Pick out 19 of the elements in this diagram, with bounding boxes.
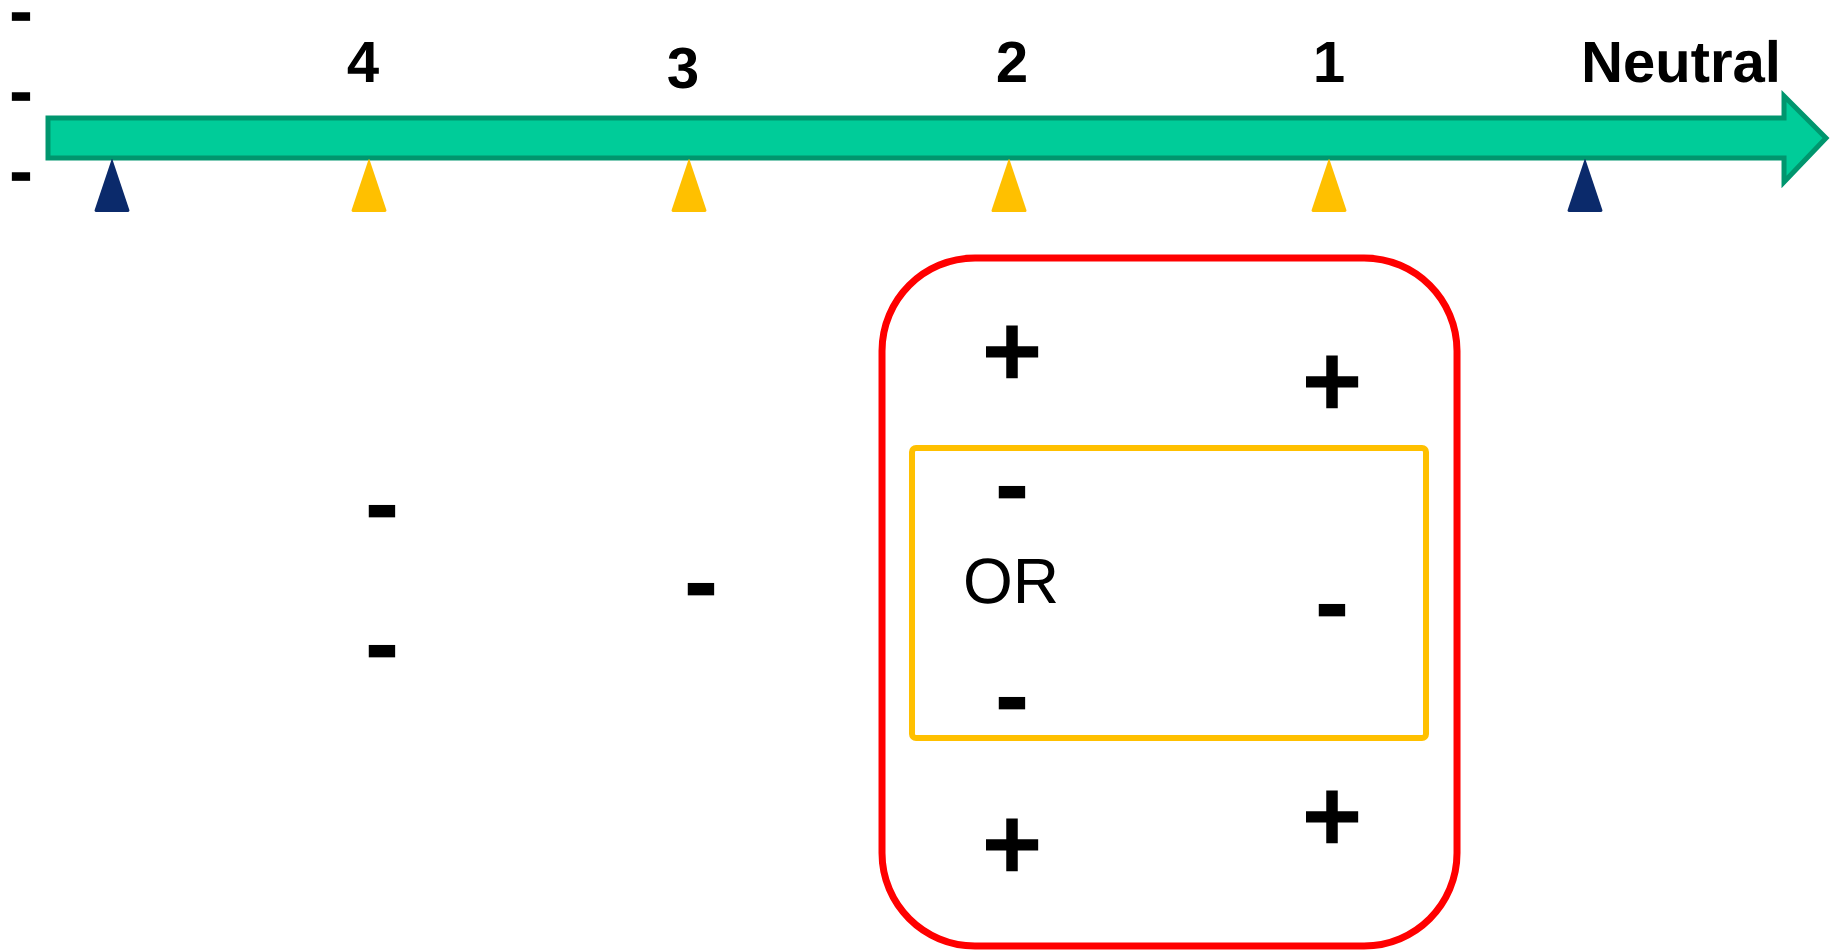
plus-sign: +	[986, 325, 1039, 379]
minus-sign: -	[998, 696, 1026, 710]
minus-sign: -	[11, 92, 31, 101]
minus-sign: -	[368, 504, 396, 518]
tick-label: 1	[1316, 42, 1344, 82]
tick-label: 3	[668, 47, 698, 89]
tick-label: 4	[347, 42, 379, 82]
minus-sign: -	[11, 12, 31, 21]
minus-sign: -	[1318, 603, 1346, 617]
tick-label: Neutral	[1585, 39, 1777, 83]
plus-sign: +	[1306, 790, 1359, 844]
minus-sign: -	[998, 485, 1026, 499]
plus-sign: +	[1306, 355, 1359, 409]
minus-sign: -	[11, 172, 31, 181]
minus-sign: -	[687, 582, 715, 596]
minus-sign: -	[368, 644, 396, 658]
or-label: OR	[966, 558, 1057, 604]
plus-sign: +	[986, 818, 1039, 872]
tick-label: 2	[997, 41, 1026, 82]
